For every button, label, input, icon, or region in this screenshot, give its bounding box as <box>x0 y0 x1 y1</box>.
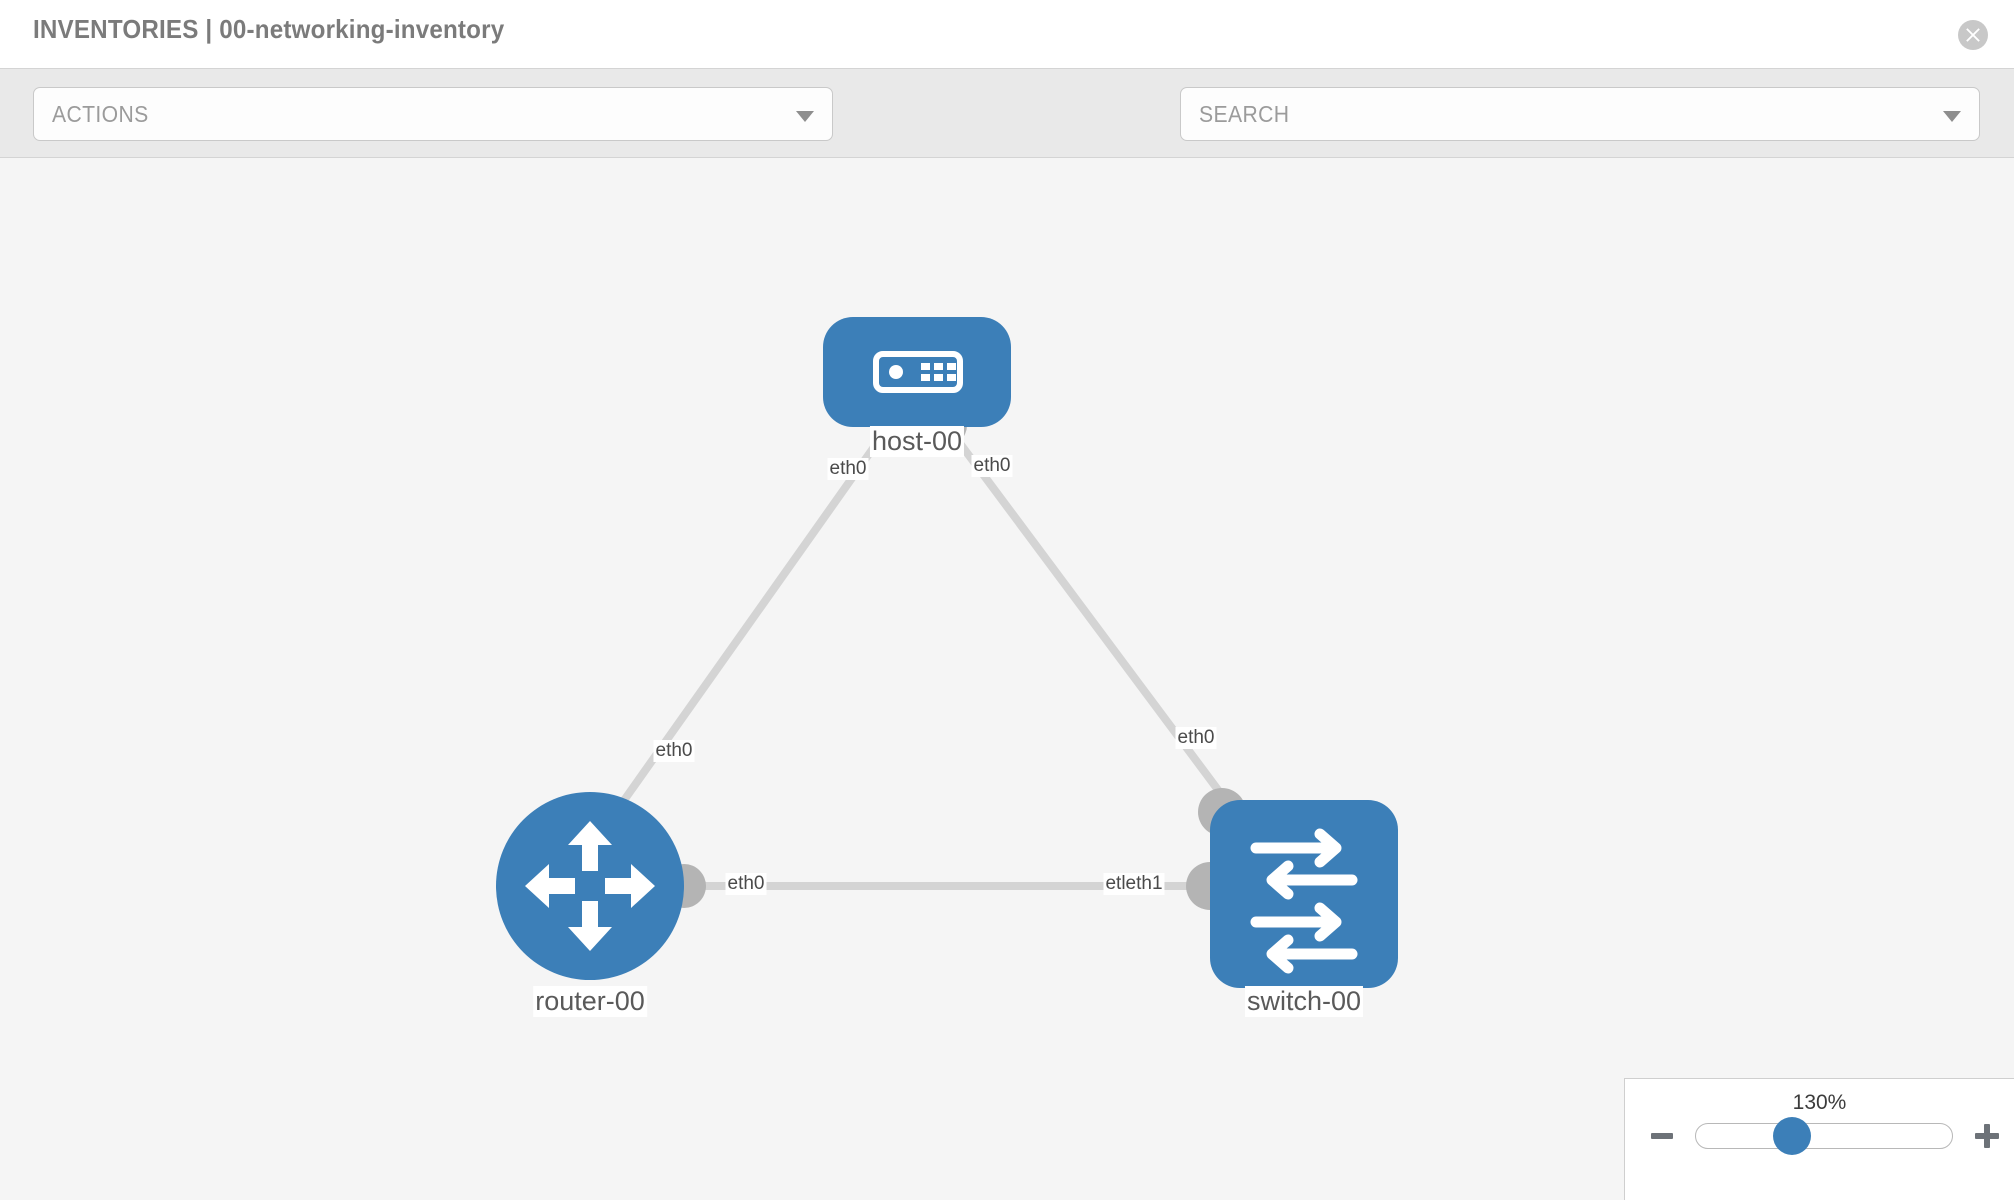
zoom-out-button[interactable] <box>1651 1133 1673 1139</box>
node-label-host-00: host-00 <box>869 426 965 457</box>
node-switch-00 <box>1210 800 1398 988</box>
actions-dropdown-label: ACTIONS <box>52 101 149 127</box>
node-label-switch-00: switch-00 <box>1244 986 1364 1017</box>
page-header: INVENTORIES | 00-networking-inventory <box>0 0 2014 68</box>
search-placeholder: SEARCH <box>1199 101 1290 127</box>
zoom-level-value: 130% <box>1792 1091 1847 1114</box>
edge-label-switch-west: etleth1 <box>1103 873 1165 895</box>
search-input[interactable]: SEARCH <box>1180 87 1980 141</box>
edge-label-switch-north: eth0 <box>1175 727 1217 749</box>
chevron-down-icon <box>796 111 814 122</box>
topology-graph <box>496 317 1398 988</box>
switch-arrows-icon <box>1250 828 1358 974</box>
toolbar: ACTIONS SEARCH <box>0 68 2014 198</box>
link-host-switch <box>946 426 1234 810</box>
server-icon <box>873 351 963 393</box>
topology-ports <box>662 403 1246 910</box>
page-title: INVENTORIES | 00-networking-inventory <box>33 14 505 44</box>
node-router-00 <box>496 792 684 980</box>
node-host-00 <box>823 317 1011 427</box>
node-label-router-00: router-00 <box>533 986 647 1017</box>
chevron-down-icon <box>1943 111 1961 122</box>
zoom-control-panel: 130% <box>1624 1078 2014 1200</box>
zoom-in-button-vertical[interactable] <box>1984 1124 1990 1148</box>
router-arrows-icon <box>525 821 655 951</box>
topology-links <box>616 426 1234 890</box>
zoom-slider-track[interactable] <box>1695 1123 1953 1149</box>
edge-label-router-north: eth0 <box>653 740 695 762</box>
edge-label-router-east: eth0 <box>725 873 767 895</box>
close-icon[interactable] <box>1958 20 1988 50</box>
edge-label-host-left: eth0 <box>827 458 869 480</box>
actions-dropdown[interactable]: ACTIONS <box>33 87 833 141</box>
zoom-slider-thumb[interactable] <box>1773 1117 1811 1155</box>
topology-canvas[interactable]: host-00 router-00 switch-00 eth0 eth0 et… <box>0 158 2014 1200</box>
edge-label-host-right: eth0 <box>971 455 1013 477</box>
